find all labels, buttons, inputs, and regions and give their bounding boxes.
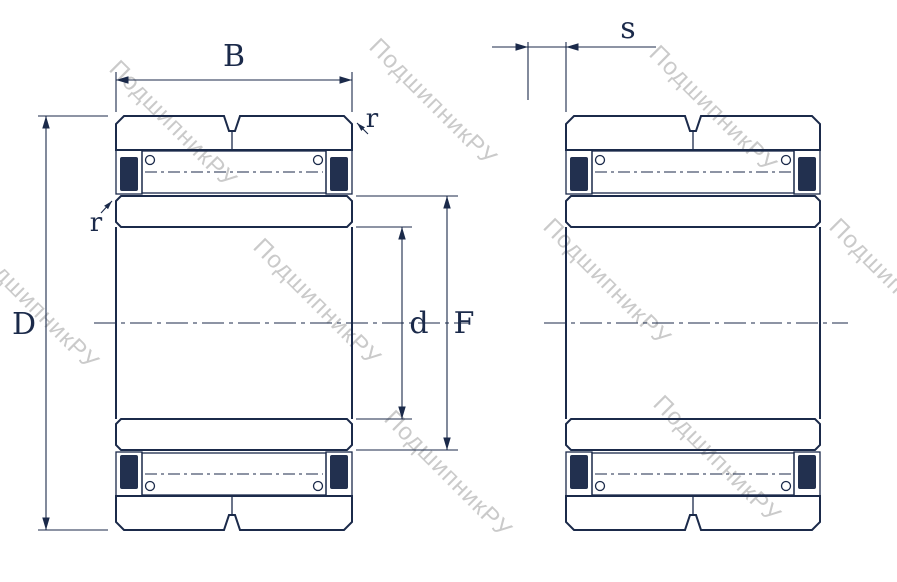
watermark: ПодшипникРУ (644, 40, 782, 178)
dim-label-D: D (12, 307, 36, 342)
dim-label-s: s (620, 11, 635, 46)
seal (798, 455, 816, 489)
seal (570, 157, 588, 191)
cage-pin (312, 480, 324, 492)
cage-pin (594, 480, 606, 492)
cage-pin (780, 480, 792, 492)
watermark: ПодшипникРУ (364, 33, 502, 171)
dim-label-d: d (409, 306, 428, 341)
outer-ring-bottom-section (115, 495, 353, 531)
watermark: ПодшипникРУ (379, 405, 517, 543)
outer-ring-top-section (565, 115, 821, 151)
dim-label-r-outer: r (366, 104, 379, 134)
seal (330, 455, 348, 489)
dim-label-B: B (223, 39, 245, 74)
cage-pin (144, 480, 156, 492)
dim-label-r-inner: r (90, 208, 103, 238)
cage-pin (594, 154, 606, 166)
dimension-D: D (12, 115, 108, 531)
seal (570, 455, 588, 489)
inner-ring-top-section (565, 195, 821, 228)
left-bearing-view (94, 115, 470, 531)
seal (330, 157, 348, 191)
watermark: ПодшипникРУ (648, 390, 786, 528)
dimension-B: B (115, 39, 353, 112)
needle-roller-top (141, 150, 327, 194)
needle-roller-top (591, 150, 795, 194)
seal (798, 157, 816, 191)
right-bearing-view (544, 115, 848, 531)
radius-label-outer: r (356, 104, 379, 135)
cage-pin (144, 154, 156, 166)
outer-ring-bottom-section (565, 495, 821, 531)
cage-pin (312, 154, 324, 166)
dimension-d: d (356, 226, 429, 420)
watermark: ПодшипникРУ (538, 213, 676, 351)
inner-ring-bottom-section (565, 418, 821, 451)
seal (120, 455, 138, 489)
radius-label-inner: r (90, 200, 113, 238)
inner-ring-bottom-section (115, 418, 353, 451)
outer-ring-top-section (115, 115, 353, 151)
seal (120, 157, 138, 191)
watermark: ПодшипникРУ (824, 213, 897, 351)
dimension-F: F (356, 195, 475, 451)
dimension-s: s (492, 11, 656, 112)
dim-label-F: F (454, 306, 475, 341)
inner-ring-top-section (115, 195, 353, 228)
cage-pin (780, 154, 792, 166)
watermark: ПодшипникРУ (248, 233, 386, 371)
